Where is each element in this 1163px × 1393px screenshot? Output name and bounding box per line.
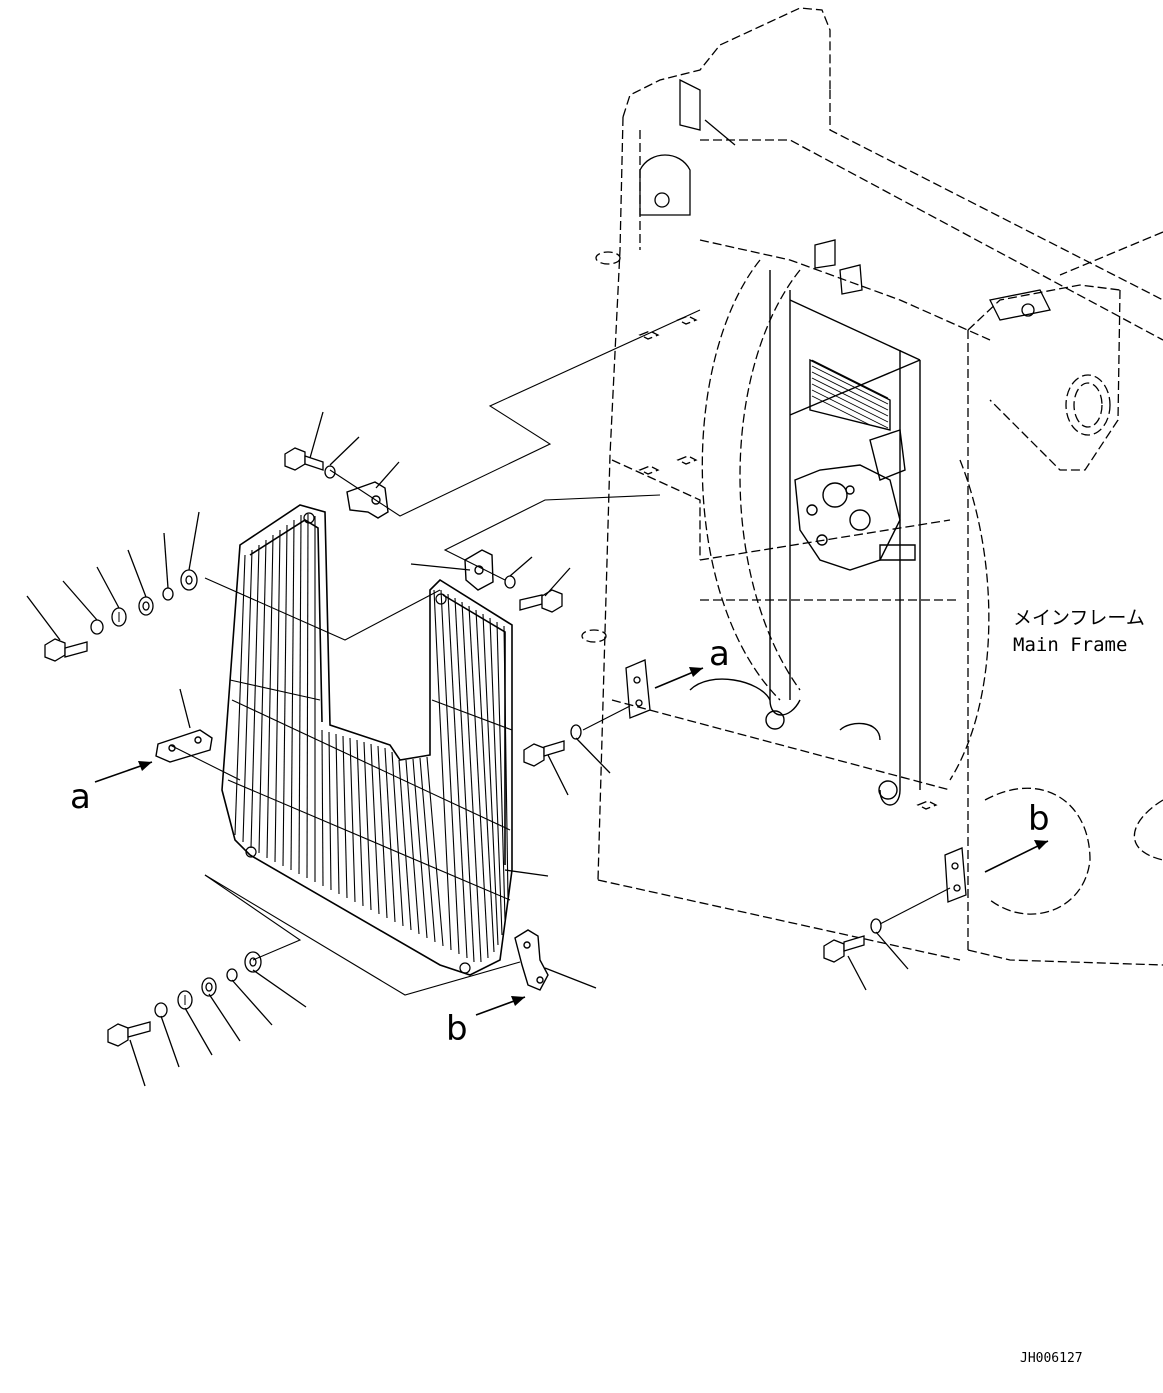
- arrow-b-left: [475, 996, 526, 1016]
- leader-lines: [26, 411, 909, 1087]
- fasteners: [44, 447, 882, 1047]
- radiator-guard: [221, 504, 513, 976]
- bracket-a: [155, 729, 213, 763]
- main-frame-label-en: Main Frame: [1013, 634, 1127, 656]
- arrow-b-right: [984, 840, 1049, 873]
- main-frame-label-jp: メインフレーム: [1013, 607, 1145, 629]
- guard-mount-holes: [245, 512, 471, 974]
- assembly-centerlines: [169, 309, 951, 996]
- frame-brackets: [625, 659, 967, 903]
- bracket-b: [514, 929, 549, 991]
- pump-assembly: [794, 429, 916, 571]
- arrow-a-right: [654, 667, 704, 689]
- bracket-mid: [464, 549, 494, 591]
- callout-b-left: b: [446, 1009, 468, 1049]
- callout-a-left: a: [70, 777, 91, 817]
- drawing-code: JH006127: [1020, 1351, 1083, 1366]
- top-brackets: [639, 78, 1051, 321]
- callout-a-right: a: [709, 634, 730, 674]
- guard-grille: [227, 513, 513, 963]
- callout-b-right: b: [1028, 799, 1050, 839]
- main-frame: [581, 7, 1163, 966]
- cooler-fins: [811, 359, 889, 429]
- washer-marks: [118, 612, 186, 1005]
- bracket-top: [346, 481, 389, 519]
- arrow-a-left: [94, 761, 153, 783]
